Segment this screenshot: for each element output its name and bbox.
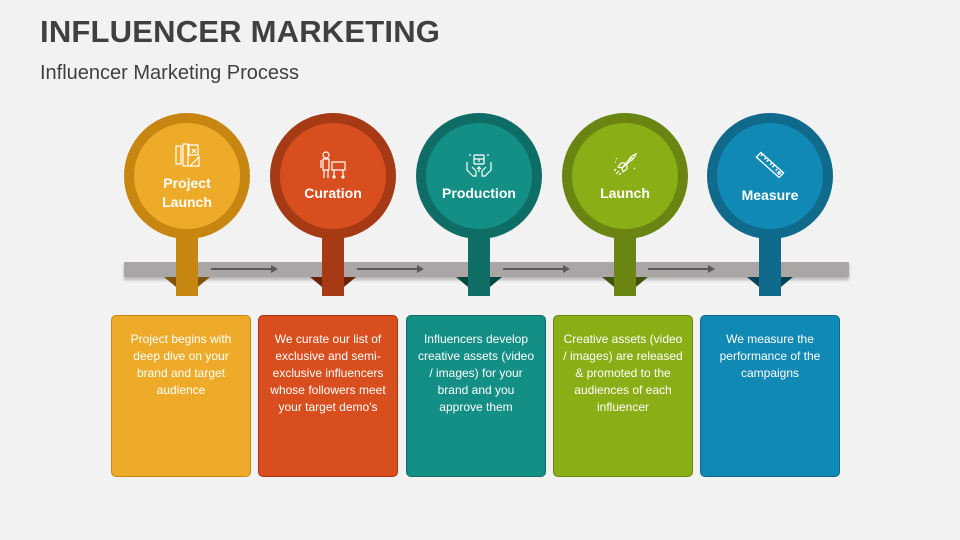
pin-circle: Project Launch bbox=[124, 113, 250, 239]
step-description-card: Project begins with deep dive on your br… bbox=[111, 315, 251, 477]
step-description-card: Influencers develop creative assets (vid… bbox=[406, 315, 546, 477]
pin-circle: Curation bbox=[270, 113, 396, 239]
person-whiteboard-icon bbox=[318, 150, 348, 180]
pin-circle: Launch bbox=[562, 113, 688, 239]
hands-box-icon bbox=[464, 150, 494, 180]
step-label: Production bbox=[442, 184, 516, 201]
arrow-4-5 bbox=[648, 265, 715, 273]
rocket-icon bbox=[610, 150, 640, 180]
step-production: Production bbox=[416, 113, 542, 298]
pin-circle-inner: Project Launch bbox=[134, 123, 240, 229]
pin-circle-inner: Production bbox=[426, 123, 532, 229]
step-label: Measure bbox=[741, 186, 799, 203]
arrow-1-2 bbox=[211, 265, 278, 273]
step-project-launch: Project Launch bbox=[124, 113, 250, 298]
step-label: Curation bbox=[304, 184, 362, 201]
step-description-card: We curate our list of exclusive and semi… bbox=[258, 315, 398, 477]
step-description-card: We measure the performance of the campai… bbox=[700, 315, 840, 477]
ruler-icon bbox=[753, 148, 787, 182]
pin-stem bbox=[759, 223, 781, 296]
page-title: INFLUENCER MARKETING bbox=[40, 14, 441, 49]
pin-stem bbox=[468, 223, 490, 296]
arrow-3-4 bbox=[503, 265, 570, 273]
pin-stem bbox=[176, 223, 198, 296]
pin-circle: Measure bbox=[707, 113, 833, 239]
step-curation: Curation bbox=[270, 113, 396, 298]
arrow-2-3 bbox=[357, 265, 424, 273]
pin-circle-inner: Curation bbox=[280, 123, 386, 229]
pin-stem bbox=[614, 223, 636, 296]
step-label: Launch bbox=[600, 184, 650, 201]
page-subtitle: Influencer Marketing Process bbox=[40, 62, 300, 84]
step-description-card: Creative assets (video / images) are rel… bbox=[553, 315, 693, 477]
step-measure: Measure bbox=[707, 113, 833, 298]
blueprint-tools-icon bbox=[172, 140, 202, 170]
step-launch: Launch bbox=[562, 113, 688, 298]
pin-circle: Production bbox=[416, 113, 542, 239]
step-label: Project Launch bbox=[162, 175, 212, 210]
pin-circle-inner: Launch bbox=[572, 123, 678, 229]
pin-circle-inner: Measure bbox=[717, 123, 823, 229]
pin-stem bbox=[322, 223, 344, 296]
